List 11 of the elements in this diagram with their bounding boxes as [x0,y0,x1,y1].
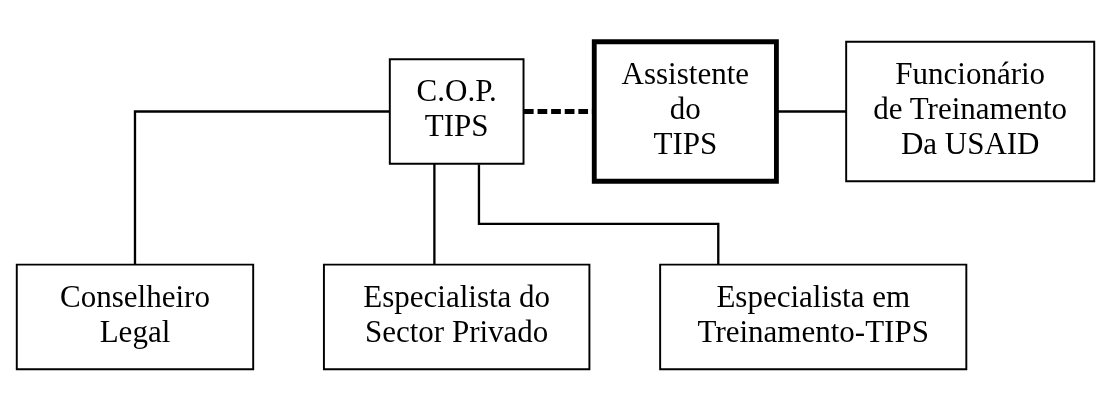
node-box: Especialista em Treinamento-TIPS [659,263,968,371]
node-box: Especialista do Sector Privado [322,263,591,371]
node-box: Conselheiro Legal [15,263,255,371]
connector [777,110,846,113]
node-box: Assistente do TIPS [591,39,779,184]
node-box: C.O.P. TIPS [388,58,525,165]
connector [133,110,390,265]
connector [433,163,436,264]
node-box: Funcionário de Treinamento Da USAID [845,40,1096,183]
connector [477,164,720,265]
connector [524,109,594,114]
